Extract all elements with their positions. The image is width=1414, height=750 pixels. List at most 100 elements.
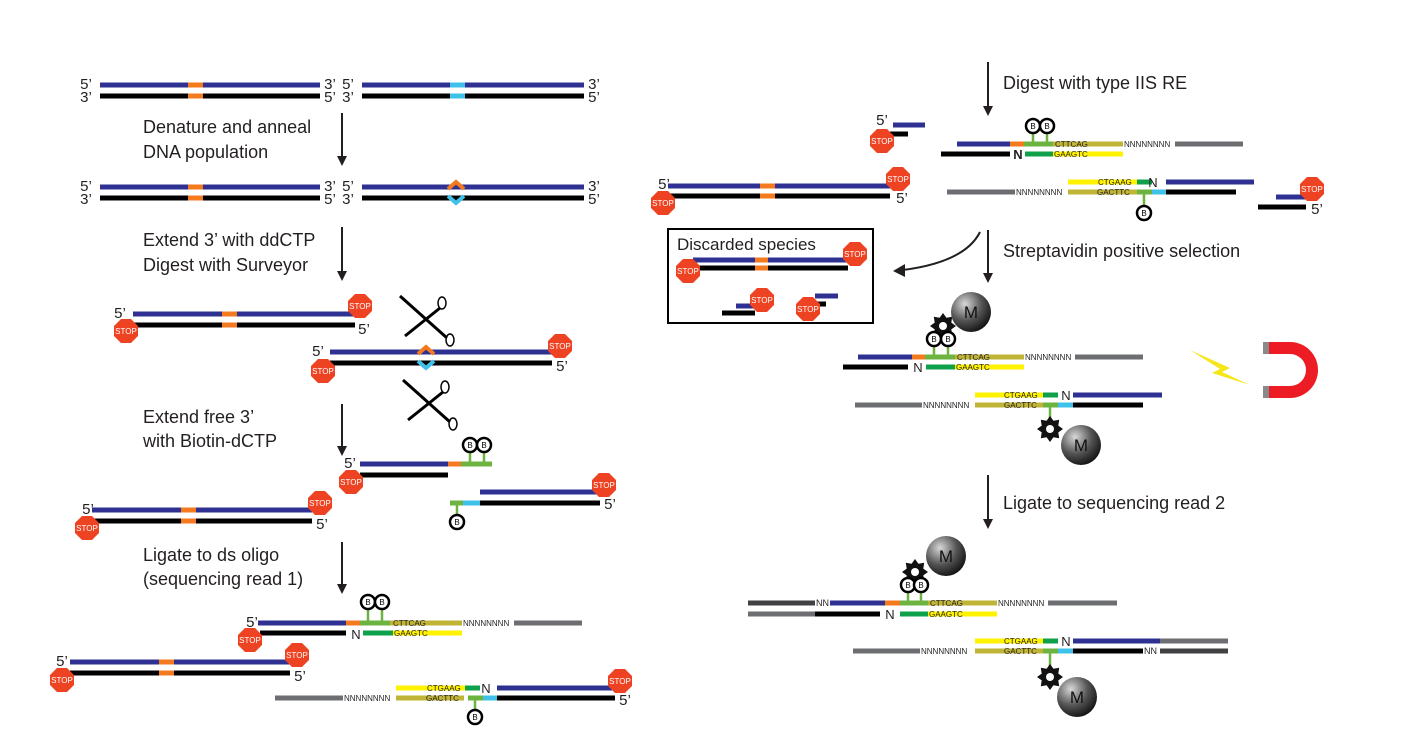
strand-black xyxy=(92,518,312,524)
strand-black xyxy=(890,131,908,137)
mismatch-bubble-top xyxy=(416,344,436,356)
stop-label: STOP xyxy=(844,250,866,259)
mutation-site xyxy=(188,184,203,190)
mutation-site xyxy=(760,193,775,199)
random-n-label: NNNNNNNN xyxy=(1016,188,1062,197)
label: (sequencing read 1) xyxy=(143,569,303,589)
sequence-label: GAAGTC xyxy=(929,610,963,619)
biotin-label: B xyxy=(1044,122,1049,131)
stop-octagon xyxy=(870,129,894,153)
stop-sign-icon: STOP xyxy=(285,643,309,667)
sequence-label: CTTCAG xyxy=(393,619,426,628)
strand-gray xyxy=(1075,354,1143,360)
label: 3’ xyxy=(80,89,92,106)
bead-label: M xyxy=(964,303,978,322)
streptavidin-hole xyxy=(911,568,919,576)
sequence-label: CTTCAG xyxy=(957,353,990,362)
strand-navy xyxy=(362,184,584,190)
strand-gray xyxy=(1160,638,1228,644)
arrow-head-icon xyxy=(337,156,347,166)
strand-cyan xyxy=(1152,189,1166,195)
biotin-label: B xyxy=(1141,209,1146,218)
scissor-blade xyxy=(402,378,451,424)
stop-sign-icon: STOP xyxy=(1300,177,1324,201)
magnet-pole xyxy=(1263,386,1269,398)
stop-sign-icon: STOP xyxy=(843,242,867,266)
strand-dark_green xyxy=(1043,392,1058,398)
stop-label: STOP xyxy=(677,267,699,276)
label: 5’ xyxy=(358,321,370,338)
strand-black xyxy=(1258,204,1306,210)
scissor-handle xyxy=(437,296,447,310)
biotin-circle xyxy=(466,708,484,726)
strand-black xyxy=(497,695,615,701)
label: Extend free 3’ xyxy=(143,407,254,427)
stop-octagon xyxy=(311,359,335,383)
strand-navy xyxy=(360,461,448,467)
strand-navy xyxy=(133,311,355,317)
biotin-icon: B xyxy=(373,593,391,611)
label: 3’ xyxy=(342,89,354,106)
arrow-head-icon xyxy=(983,106,993,116)
strand-olive xyxy=(1068,189,1137,195)
label: 5’ xyxy=(619,692,631,709)
stop-label: STOP xyxy=(609,677,631,686)
mutation-site xyxy=(181,507,196,513)
sequence-label: CTGAAG xyxy=(1098,178,1132,187)
magnetic-bead-icon: M xyxy=(1061,425,1101,465)
label: 5’ xyxy=(56,653,68,670)
strand-black xyxy=(100,93,320,99)
mutation-site xyxy=(222,322,237,328)
label: N xyxy=(885,607,894,622)
label: 5’ xyxy=(876,112,888,129)
label: 5’ xyxy=(556,358,568,375)
label: 5’ xyxy=(316,516,328,533)
strand-gray xyxy=(1048,600,1117,606)
strand-navy xyxy=(100,184,320,190)
stop-octagon xyxy=(1300,177,1324,201)
strand-black xyxy=(362,195,584,201)
streptavidin-hole xyxy=(1046,673,1054,681)
strand-dark_green xyxy=(363,630,393,636)
strand-black xyxy=(362,93,584,99)
magnet-icon xyxy=(1263,342,1318,398)
sequence-label: GAAGTC xyxy=(1054,150,1088,159)
sequence-label: GAAGTC xyxy=(956,363,990,372)
magnet-pole xyxy=(1263,342,1269,354)
arrow-head-icon xyxy=(337,271,347,281)
stop-octagon xyxy=(75,516,99,540)
stop-label: STOP xyxy=(549,342,571,351)
strand-dark_green xyxy=(1137,179,1152,185)
strand-navy xyxy=(497,685,612,691)
magnetic-bead-icon: M xyxy=(951,292,991,332)
stop-label: STOP xyxy=(51,676,73,685)
strand-dark_green xyxy=(926,364,955,370)
strand-navy xyxy=(957,141,1010,147)
strand-green xyxy=(1043,648,1058,654)
label: DNA population xyxy=(143,142,268,162)
strand-dark_green xyxy=(900,611,928,617)
arrow-head-icon xyxy=(893,264,905,277)
strand-orange xyxy=(1010,141,1024,147)
mutation-site xyxy=(159,659,174,665)
stop-label: STOP xyxy=(286,651,308,660)
random-n-label: NN xyxy=(816,598,829,608)
scissor-handle xyxy=(445,333,455,347)
strand-green xyxy=(360,620,390,626)
strand-navy xyxy=(668,183,890,189)
label: N xyxy=(1013,147,1022,162)
biotin-label: B xyxy=(945,335,950,344)
strand-navy xyxy=(258,620,346,626)
strand-gray xyxy=(514,620,582,626)
stop-sign-icon: STOP xyxy=(114,319,138,343)
sequence-label: GACTTC xyxy=(426,694,459,703)
strand-navy xyxy=(858,354,912,360)
label: 3’ xyxy=(342,191,354,208)
strand-gray xyxy=(1175,141,1243,147)
stop-label: STOP xyxy=(751,296,773,305)
stop-octagon xyxy=(114,319,138,343)
discarded-species-box xyxy=(667,228,874,324)
strand-olive xyxy=(975,402,1043,408)
label: Extend 3’ with ddCTP xyxy=(143,230,315,250)
biotin-circle xyxy=(475,436,493,454)
